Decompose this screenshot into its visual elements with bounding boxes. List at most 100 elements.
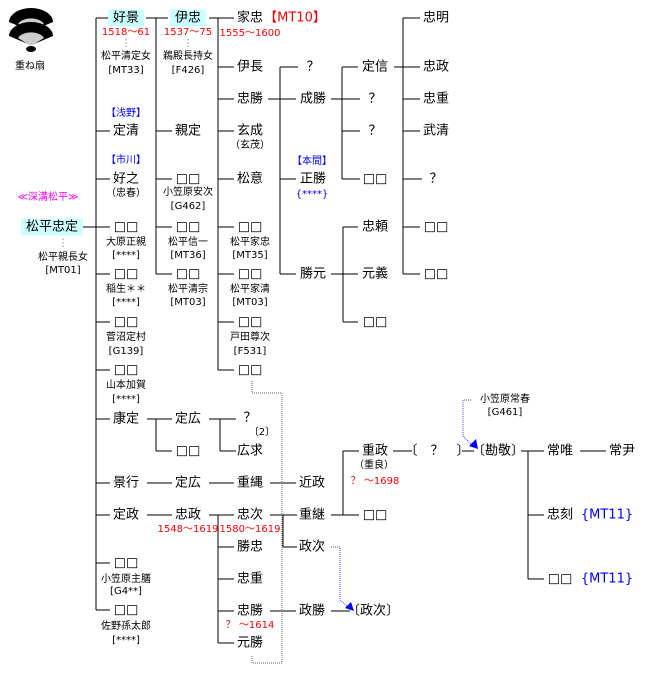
katsumoto-connector	[331, 226, 358, 323]
root-spouse-code: [MT01]	[45, 265, 81, 276]
person[interactable]: ？	[429, 171, 443, 187]
person[interactable]: □□	[113, 266, 139, 282]
person[interactable]: □□	[113, 362, 139, 378]
person[interactable]: □□	[237, 266, 263, 282]
person[interactable]: □□	[423, 219, 449, 235]
person[interactable]: □□	[237, 219, 263, 235]
person[interactable]: ？	[368, 123, 382, 139]
person[interactable]: □□	[175, 171, 201, 187]
person[interactable]: ？	[243, 410, 257, 426]
spouse: 松平清定女	[101, 51, 151, 62]
person[interactable]: 忠次	[236, 507, 264, 523]
person[interactable]: □□	[362, 171, 388, 187]
person[interactable]: 元勝	[236, 635, 264, 651]
person[interactable]: 忠政	[422, 59, 450, 75]
person[interactable]: 忠政	[174, 507, 202, 523]
person[interactable]: 好景	[107, 9, 145, 27]
spouse: 稲生＊＊	[106, 284, 146, 295]
marriage-dots: ⋮	[58, 238, 68, 249]
person[interactable]: 政次	[298, 539, 326, 555]
alias: （玄茂）	[230, 140, 270, 151]
person[interactable]: ？	[306, 59, 320, 75]
person[interactable]: □□	[113, 314, 139, 330]
person[interactable]: 忠勝	[236, 91, 264, 107]
person[interactable]: 忠重	[236, 571, 264, 587]
person[interactable]: 常尹	[608, 443, 636, 459]
person[interactable]: 親定	[174, 123, 202, 139]
crest-label: 重ね扇	[15, 61, 45, 72]
person[interactable]: 松意	[236, 171, 264, 187]
person[interactable]: 伊忠	[169, 9, 207, 27]
alias: （忠春）	[106, 188, 146, 199]
spouse-code: [****]	[112, 394, 140, 405]
person[interactable]: 成勝	[299, 91, 327, 107]
person[interactable]: 好之	[112, 171, 140, 187]
person[interactable]: □□	[237, 362, 263, 378]
person[interactable]: 近政	[298, 475, 326, 491]
marriage-dots: ⋮	[121, 38, 131, 49]
person[interactable]: 玄成	[236, 123, 264, 139]
person[interactable]: 忠刻	[546, 507, 574, 523]
spouse: 佐野孫太郎	[101, 621, 151, 632]
person[interactable]: 景行	[112, 475, 140, 491]
spouse-code: [G4**]	[110, 586, 142, 597]
person[interactable]: 忠勝	[236, 603, 264, 619]
person[interactable]: 康定	[112, 411, 140, 427]
shigemasa-connector	[393, 450, 606, 580]
person[interactable]: □□	[175, 219, 201, 235]
spouse-code: [****]	[112, 635, 140, 646]
person[interactable]: ？	[368, 91, 382, 107]
root-person[interactable]: 松平忠定	[20, 218, 84, 236]
person[interactable]: 常唯	[546, 443, 574, 459]
person[interactable]: 伊長	[236, 59, 264, 75]
person[interactable]: □□	[113, 555, 139, 571]
spouse: 菅沼定村	[106, 332, 146, 343]
person[interactable]: □□	[113, 219, 139, 235]
person[interactable]: 重縄	[236, 475, 264, 491]
marriage-dots: ⋮	[183, 38, 193, 49]
person[interactable]: 政勝	[298, 603, 326, 619]
years: ？ 〜1698	[350, 476, 400, 487]
person[interactable]: 家忠	[236, 10, 264, 26]
person[interactable]: 武清	[422, 123, 450, 139]
adoptive-parent-code: [G461]	[487, 407, 523, 418]
person[interactable]: □□	[362, 314, 388, 330]
person[interactable]: 定広	[174, 411, 202, 427]
sadanobu-connector	[394, 17, 422, 275]
person[interactable]: □□	[362, 507, 388, 523]
person[interactable]: □□	[237, 314, 263, 330]
person[interactable]: 定信	[361, 59, 389, 75]
person[interactable]: 広求	[236, 443, 264, 459]
person[interactable]: □□	[113, 602, 139, 618]
adoption-arrow-1	[462, 399, 472, 445]
person[interactable]: 定広	[174, 475, 202, 491]
person[interactable]: □□	[175, 443, 201, 459]
yoshikage-connector	[146, 17, 172, 275]
person[interactable]: 〔 ？ 〕	[404, 443, 470, 459]
person[interactable]: 定清	[112, 123, 140, 139]
years: 1537〜75	[163, 27, 213, 38]
person[interactable]: □□	[175, 266, 201, 282]
person[interactable]: 忠重	[422, 91, 450, 107]
person[interactable]: 〔勘敬〕	[471, 443, 525, 459]
spouse-code: [MT35]	[232, 250, 268, 261]
person[interactable]: 元義	[361, 266, 389, 282]
spouse: 小笠原主膳	[101, 574, 151, 585]
person[interactable]: 定政	[112, 507, 140, 523]
person[interactable]: □□	[423, 266, 449, 282]
person[interactable]: □□	[547, 571, 573, 587]
person[interactable]: 忠頼	[361, 219, 389, 235]
adopted-house-tag: 【市川】	[106, 155, 146, 166]
spouse-code: [F531]	[233, 346, 267, 357]
family-code: 【MT10】	[264, 10, 326, 26]
person[interactable]: 重政	[361, 443, 389, 459]
spouse: 大原正親	[106, 237, 146, 248]
person[interactable]: 〔政次〕	[346, 603, 400, 619]
person[interactable]: 忠明	[422, 10, 450, 26]
tadakatsu-connector	[268, 66, 298, 275]
person[interactable]: 重継	[298, 507, 326, 523]
person[interactable]: 正勝	[299, 171, 327, 187]
person[interactable]: 勝元	[299, 266, 327, 282]
person[interactable]: 勝忠	[236, 539, 264, 555]
shigetsugu-connector	[331, 450, 359, 516]
